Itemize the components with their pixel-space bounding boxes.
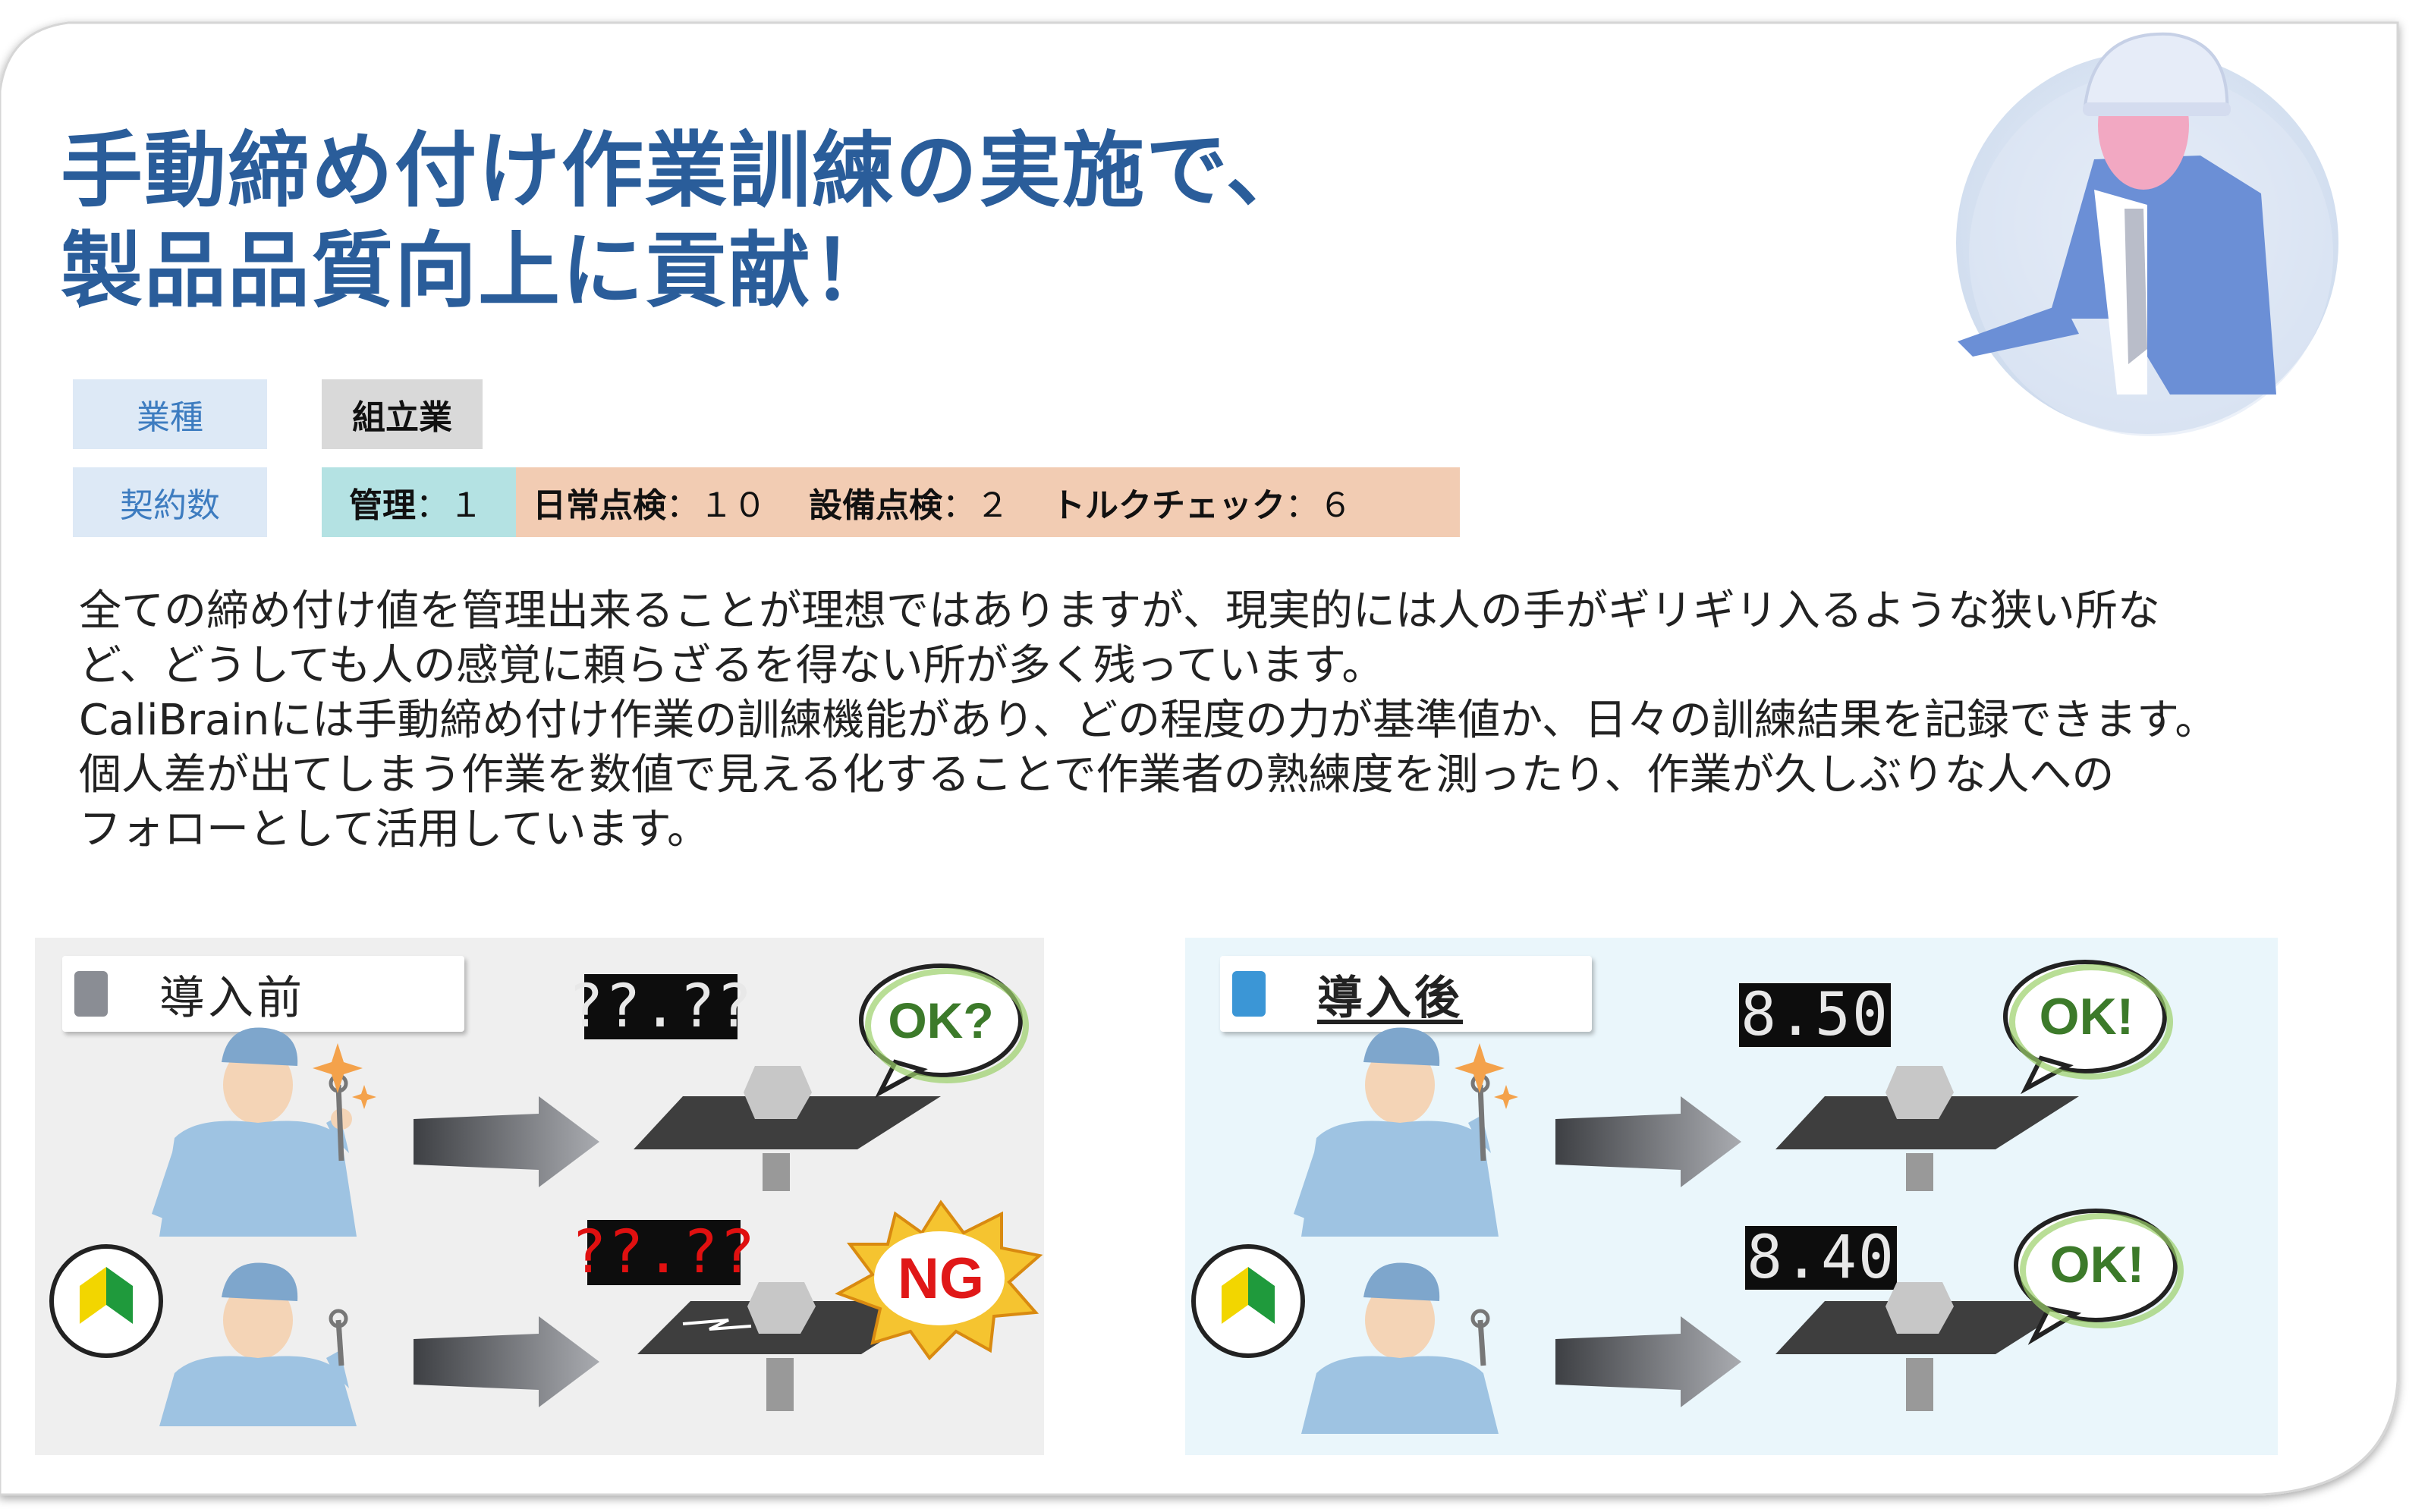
ok-bubble	[2014, 1209, 2184, 1345]
contract-daily-inspection: 日常点検：１０	[533, 478, 766, 527]
after-ok-text-top: OK!	[2039, 988, 2134, 1045]
description-line: 個人差が出てしまう作業を数値で見える化することで作業者の熟練度を測ったり、作業が…	[79, 750, 2115, 800]
ng-burst-icon	[835, 1199, 1043, 1361]
contract-count: ６	[1319, 486, 1352, 525]
worker-icon	[152, 1027, 357, 1237]
contract-name: 管理	[349, 486, 416, 525]
contracts-row: 契約数 管理 ： １ 日常点検：１０ 設備点検：２ トルクチェック：６	[0, 467, 1518, 537]
industry-label: 業種	[73, 379, 267, 449]
contract-name: 日常点検	[533, 486, 666, 525]
contract-sep: ：	[1285, 486, 1319, 525]
ok-bubble	[2003, 960, 2173, 1095]
before-ok-question-text: OK?	[888, 992, 994, 1048]
contract-count: １	[449, 486, 483, 525]
after-display-bottom: 8.40	[1745, 1224, 1897, 1292]
contract-name: 設備点検	[809, 486, 942, 525]
bolt-plate-cracked-icon	[637, 1282, 945, 1411]
before-ng-text: NG	[898, 1246, 984, 1311]
contract-management: 管理 ： １	[322, 467, 516, 537]
contracts-box: 管理 ： １ 日常点検：１０ 設備点検：２ トルクチェック：６	[322, 467, 1460, 537]
bolt-plate-icon	[1775, 1066, 2079, 1191]
before-display-bottom: ??.??	[571, 1218, 757, 1287]
after-tag-square	[1232, 971, 1266, 1017]
title-line-1: 手動締め付け作業訓練の実施で、	[61, 124, 1310, 218]
contracts-label: 契約数	[73, 467, 267, 537]
contract-sep: ：	[666, 486, 700, 525]
contract-name: トルクチェック	[1052, 486, 1285, 525]
before-tag: 導入前	[62, 956, 464, 1032]
bolt-plate-icon	[1775, 1282, 2079, 1411]
description-line: 全ての締め付け値を管理出来ることが理想ではありますが、現実的には人の手がギリギリ…	[79, 586, 2160, 636]
description-line: ど、どうしても人の感覚に頼らざるを得ない所が多く残っています。	[79, 641, 1385, 690]
contract-count: １０	[700, 486, 766, 525]
arrow-icon	[1555, 1096, 1741, 1407]
beginner-mark-icon	[1191, 1244, 1305, 1358]
after-tag: 導入後	[1220, 956, 1592, 1032]
after-ok-text-bottom: OK!	[2049, 1236, 2145, 1294]
after-display-top: 8.50	[1739, 981, 1891, 1049]
industry-value: 組立業	[322, 379, 483, 449]
before-tag-square	[74, 971, 108, 1017]
arrow-icon	[414, 1096, 599, 1407]
bolt-plate-icon	[634, 1066, 941, 1191]
contract-sep: ：	[942, 486, 976, 525]
sparkle-icon	[1455, 1043, 1518, 1109]
contract-others: 日常点検：１０ 設備点検：２ トルクチェック：６	[516, 467, 1460, 537]
after-label: 導入後	[1317, 971, 1463, 1025]
contract-torque-check: トルクチェック：６	[1052, 478, 1352, 527]
before-label: 導入前	[159, 971, 305, 1025]
beginner-mark-icon	[49, 1244, 163, 1358]
description-line: フォローとして活用しています。	[79, 805, 710, 854]
industry-row: 業種 組立業	[0, 379, 759, 449]
worker-icon	[159, 1262, 357, 1426]
contract-count: ２	[976, 486, 1009, 525]
contract-sep: ：	[416, 486, 449, 525]
ok-question-bubble	[859, 963, 1029, 1099]
page-title: 手動締め付け作業訓練の実施で、 製品品質向上に貢献！	[61, 121, 1806, 322]
worker-icon	[1301, 1262, 1499, 1434]
worker-icon	[1294, 1027, 1499, 1237]
contract-equipment-inspection: 設備点検：２	[809, 478, 1009, 527]
title-line-2: 製品品質向上に貢献！	[61, 224, 896, 319]
sparkle-icon	[313, 1043, 376, 1109]
description-line: CaliBrainには手動締め付け作業の訓練機能があり、どの程度の力が基準値か、…	[79, 696, 2218, 745]
before-display-top: ??.??	[568, 973, 754, 1041]
description-text: 全ての締め付け値を管理出来ることが理想ではありますが、現実的には人の手がギリギリ…	[79, 584, 2355, 857]
